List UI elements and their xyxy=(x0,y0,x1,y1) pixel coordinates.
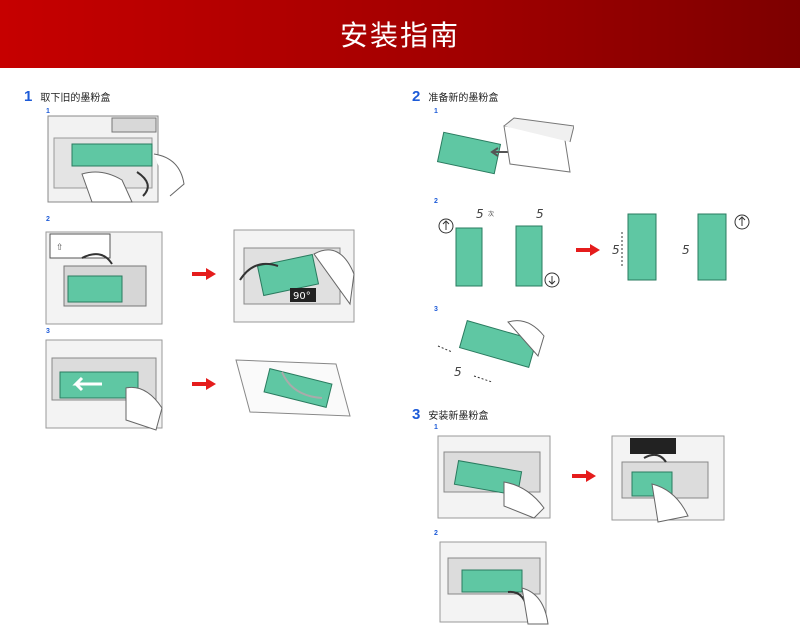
svg-text:5: 5 xyxy=(682,243,690,257)
svg-text:5: 5 xyxy=(454,365,462,379)
step-3-sub-2: 2 xyxy=(434,530,438,537)
arrow-right-icon xyxy=(192,268,216,280)
illus-shake-vertical: 5 5 xyxy=(612,213,750,281)
step-3-sub-1: 1 xyxy=(434,424,438,431)
illus-shake-horizontal: 5 xyxy=(437,320,545,383)
step-1-sub-2: 2 xyxy=(46,216,50,223)
step-3-title: 安装新墨粉盒 xyxy=(428,411,489,422)
step-1-heading: 1 取下旧的墨粉盒 xyxy=(24,88,110,105)
arrow-right-icon xyxy=(192,378,216,390)
illus-shake-sideways: 5 次 5 xyxy=(438,207,560,288)
illus-unpack-cartridge xyxy=(436,117,574,175)
page-title: 安装指南 xyxy=(339,19,460,52)
step-2-heading: 2 准备新的墨粉盒 xyxy=(412,88,498,105)
illus-lock-cartridge xyxy=(611,435,725,523)
step-2-number: 2 xyxy=(412,88,421,105)
illus-open-front-cover xyxy=(47,115,185,203)
shake-count-label: 5 xyxy=(476,207,484,221)
svg-text:5: 5 xyxy=(536,207,544,221)
svg-text:5: 5 xyxy=(612,243,620,257)
step-1-number: 1 xyxy=(24,88,33,105)
step-2-sub-1: 1 xyxy=(434,108,438,115)
step-2-title: 准备新的墨粉盒 xyxy=(428,93,499,104)
illus-rotate-cartridge: 90° xyxy=(233,229,355,323)
illus-cartridge-in-bag xyxy=(235,359,351,417)
illus-close-front-cover xyxy=(439,541,549,625)
rotate-90-label: 90° xyxy=(293,291,311,302)
illus-insert-cartridge xyxy=(437,435,551,519)
illus-pull-out-cartridge xyxy=(45,339,163,431)
step-2-sub-3: 3 xyxy=(434,306,438,313)
page-header: 安装指南 xyxy=(0,0,800,68)
step-3-number: 3 xyxy=(412,406,421,423)
step-3-heading: 3 安装新墨粉盒 xyxy=(412,406,488,423)
svg-text:⇧: ⇧ xyxy=(56,243,64,253)
illus-release-lever: ⇧ xyxy=(45,231,163,325)
step-1-title: 取下旧的墨粉盒 xyxy=(40,93,111,104)
step-1-sub-1: 1 xyxy=(46,108,50,115)
step-1-sub-3: 3 xyxy=(46,328,50,335)
shake-unit-label: 次 xyxy=(488,210,494,218)
arrow-right-icon xyxy=(576,244,600,256)
step-2-sub-2: 2 xyxy=(434,198,438,205)
arrow-right-icon xyxy=(572,470,596,482)
